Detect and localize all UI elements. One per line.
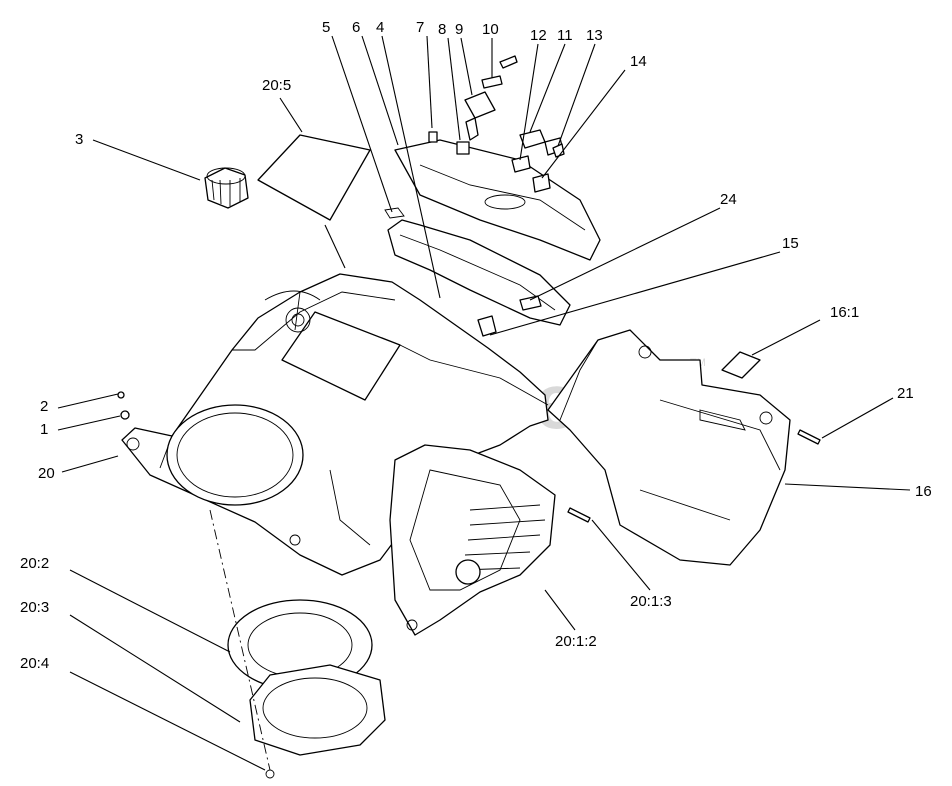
- callout-1: 1: [40, 421, 48, 438]
- callout-20-5: 20:5: [262, 77, 291, 94]
- callout-11: 11: [557, 27, 573, 44]
- console-panel: [384, 139, 601, 326]
- decal-16-1: [721, 351, 761, 379]
- callout-12: 12: [530, 27, 547, 44]
- part-21: [797, 429, 821, 445]
- part-15: [477, 315, 497, 337]
- main-housing: [121, 273, 549, 576]
- small-parts: [428, 55, 565, 337]
- fuel-cap: [204, 167, 249, 209]
- callout-6: 6: [352, 19, 360, 36]
- part-20-1-3: [567, 507, 591, 523]
- part-20-4: [265, 769, 275, 779]
- callout-20-2: 20:2: [20, 555, 49, 572]
- part-9: [464, 91, 496, 119]
- callout-5: 5: [322, 19, 330, 36]
- decal-20-5: [257, 134, 371, 221]
- part-1: [120, 410, 130, 420]
- rear-panel: [547, 329, 791, 566]
- callout-20-1-3: 20:1:3: [630, 593, 672, 610]
- callout-20-1-2: 20:1:2: [555, 633, 597, 650]
- leader-lines: [57, 35, 911, 771]
- callout-21: 21: [897, 385, 914, 402]
- callout-16: 16: [915, 483, 932, 500]
- callout-20-3: 20:3: [20, 599, 49, 616]
- callout-10: 10: [482, 21, 499, 38]
- callout-7: 7: [416, 19, 424, 36]
- part-8: [456, 141, 470, 155]
- callout-3: 3: [75, 131, 83, 148]
- callout-13: 13: [586, 27, 603, 44]
- callout-15: 15: [782, 235, 799, 252]
- callout-4: 4: [376, 19, 384, 36]
- callout-20-4: 20:4: [20, 655, 49, 672]
- callout-8: 8: [438, 21, 446, 38]
- callout-24: 24: [720, 191, 737, 208]
- part-7: [428, 131, 438, 143]
- callout-20: 20: [38, 465, 55, 482]
- chute-gaskets: [209, 509, 386, 779]
- part-10: [481, 75, 503, 89]
- callout-16-1: 16:1: [830, 304, 859, 321]
- callout-2: 2: [40, 398, 48, 415]
- callout-labels: 3 20:5 5 6 4 7 8 9 10 12 11 13 14 24 15 …: [20, 19, 932, 672]
- callout-9: 9: [455, 21, 463, 38]
- part-14: [532, 173, 551, 193]
- part-24: [519, 295, 542, 311]
- part-2: [117, 391, 125, 399]
- engine-cover: [389, 444, 556, 636]
- callout-14: 14: [630, 53, 647, 70]
